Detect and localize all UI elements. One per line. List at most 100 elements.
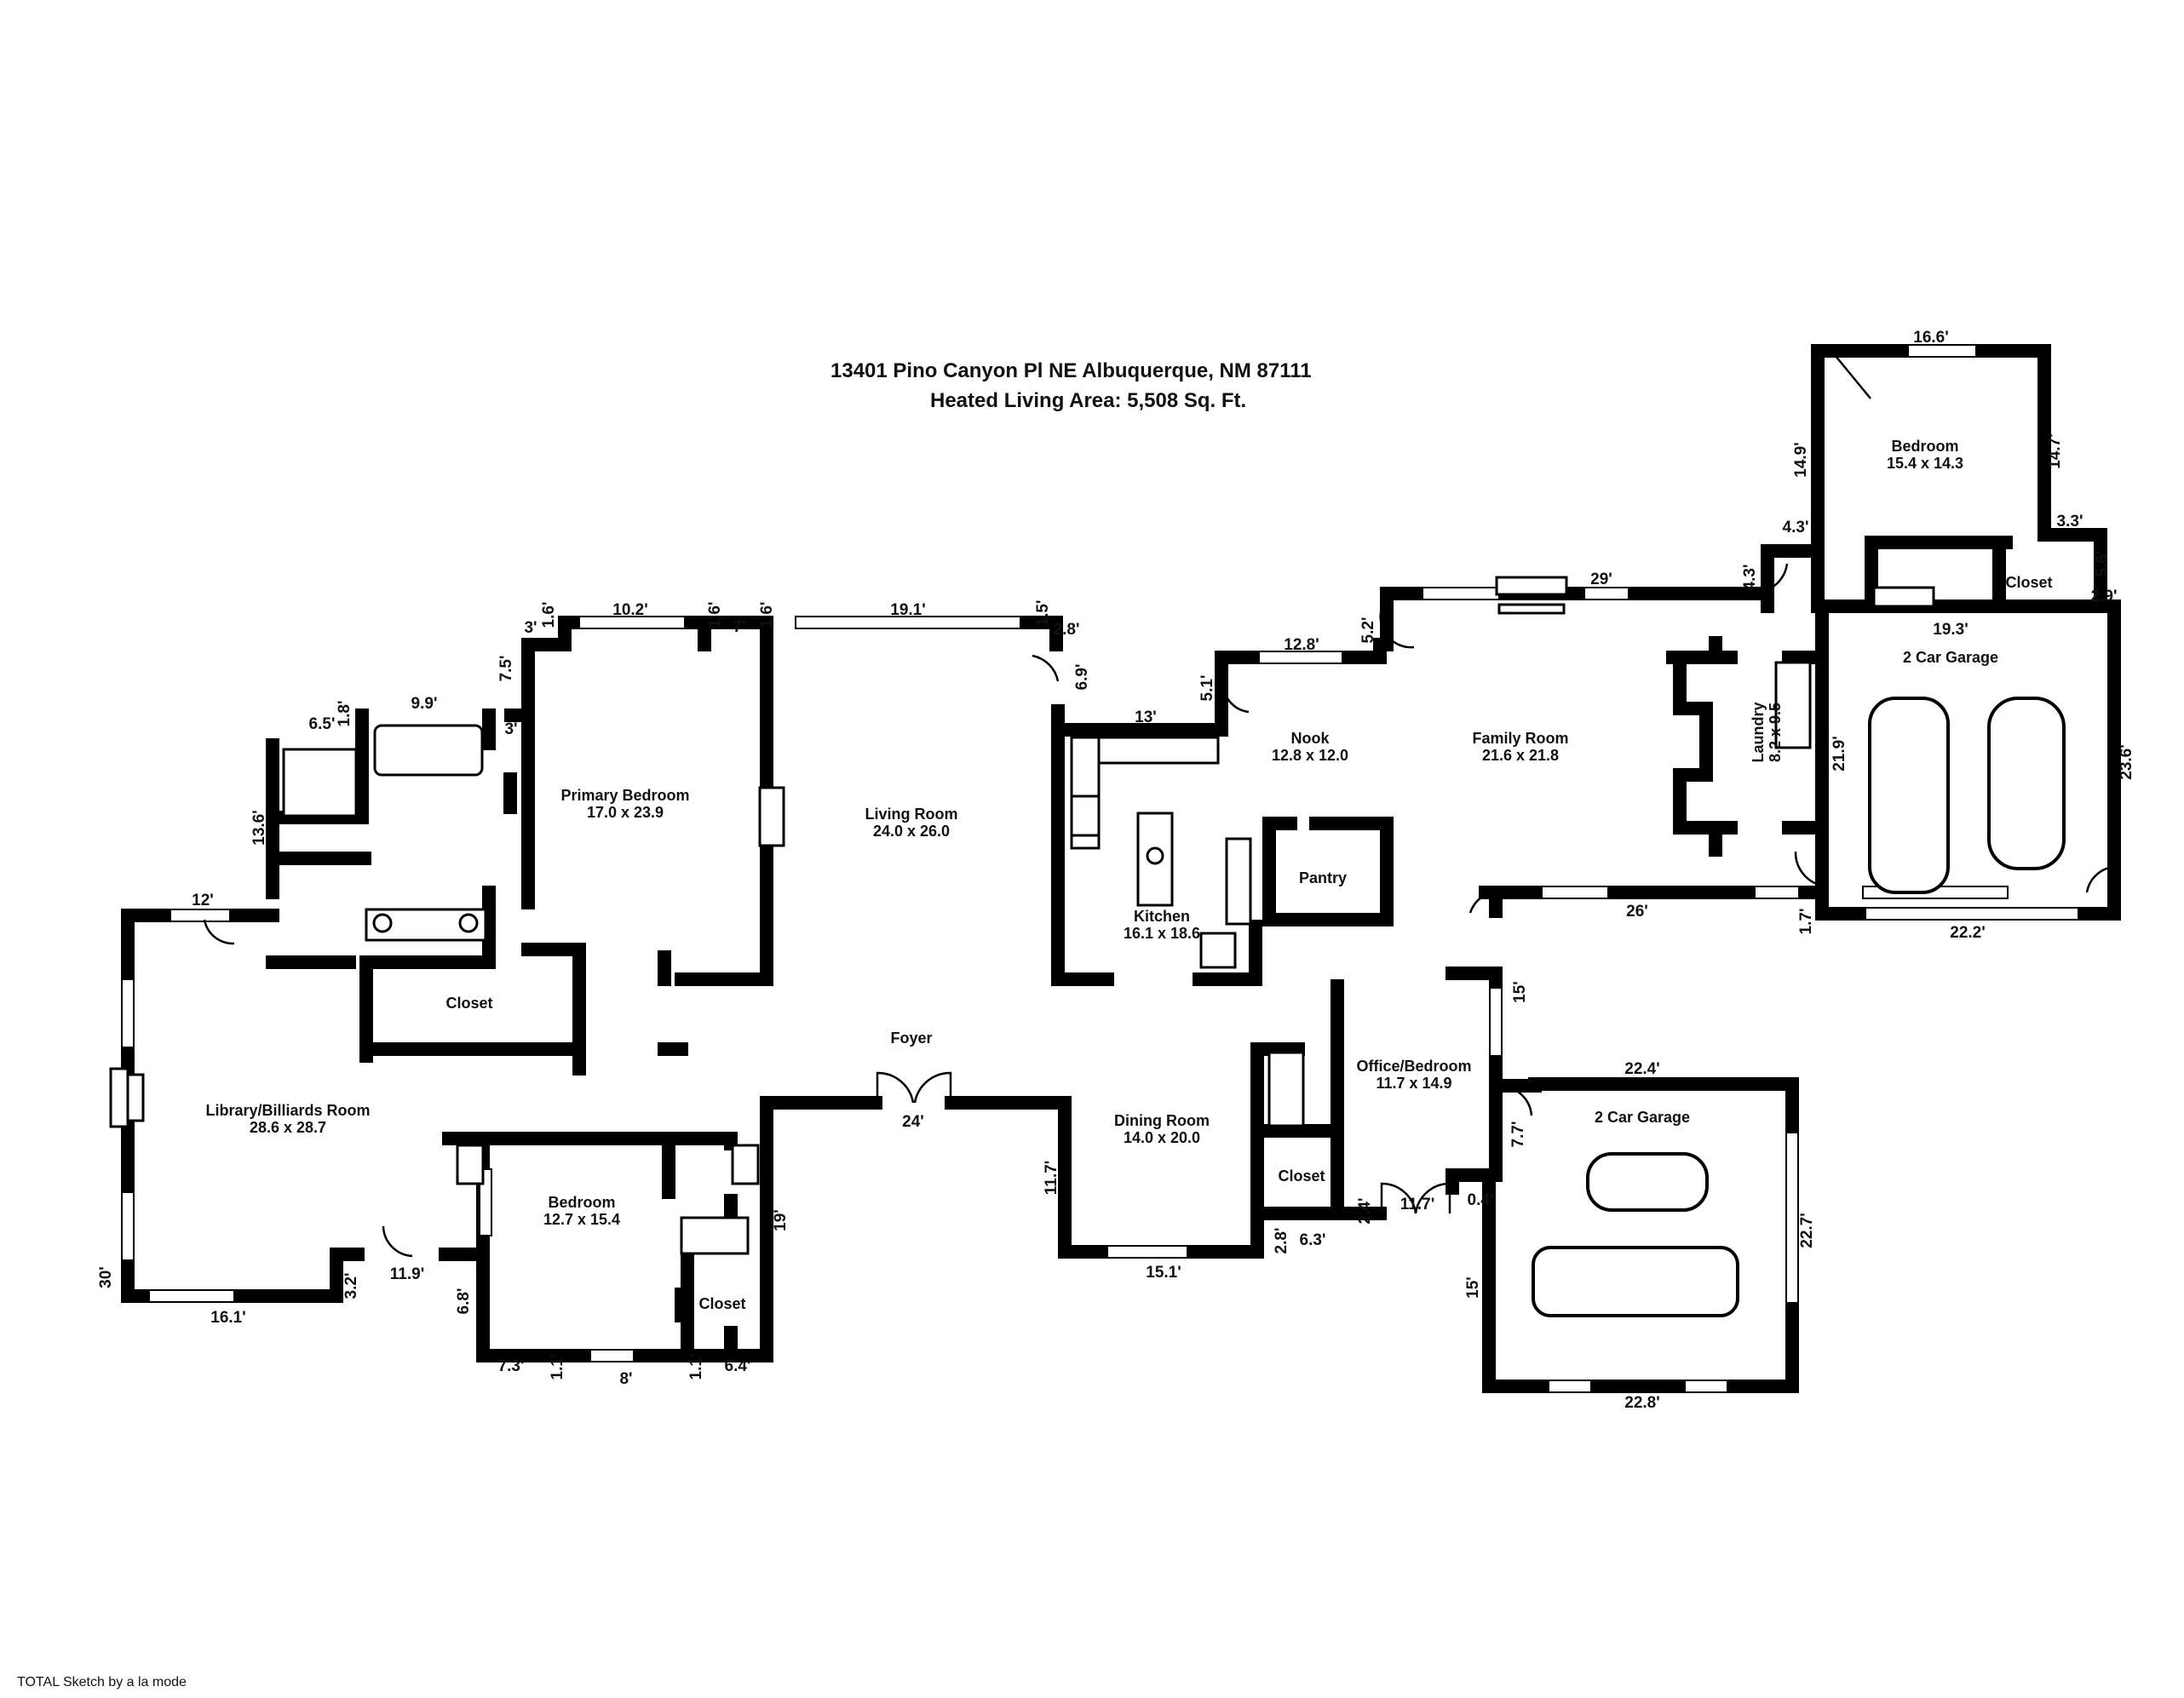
fireplace [126,1073,145,1122]
dimension-label: 26' [1626,903,1648,921]
dimension-label: 2.8' [1054,621,1080,639]
window [1684,1380,1728,1393]
dimension-label: 11.9' [390,1265,424,1283]
living-area-title: Heated Living Area: 5,508 Sq. Ft. [930,389,1246,412]
dimension-label: 11.7' [1400,1196,1434,1213]
dimension-label: 22.2' [1950,924,1986,942]
window [479,1168,492,1236]
dimension-label: 7.7' [1509,1121,1527,1148]
window [1865,907,2079,921]
dimension-label: 0.4' [1468,1191,1494,1209]
vanity [1267,1051,1305,1127]
dimension-label: 7' [733,618,745,636]
wall-laundry [1666,636,1829,857]
room-name: Dining Room [1114,1112,1210,1129]
room-size: 14.0 x 20.0 [1124,1129,1200,1146]
dimension-label: 8' [619,1370,632,1388]
vanity [456,1144,485,1185]
dimension-labels: 16.6' 14.9' 14.7' 3.3' 5.6' 2.9' 4.3' 4.… [97,329,2135,1412]
window [1785,1132,1799,1304]
fireplace [1497,603,1566,615]
doors [203,350,2115,1258]
window [170,909,231,922]
dimension-label: 1.1' [687,1354,705,1380]
room-size: 8.2 x 9.5 [1767,703,1784,762]
room-name: Office/Bedroom [1356,1058,1471,1075]
room-name: 2 Car Garage [1903,649,1998,666]
dimension-label: 6.5' [309,715,336,733]
wall-ne-entry [1761,544,1825,613]
room-size: 17.0 x 23.9 [587,804,664,821]
dimension-label: 16.1' [210,1309,246,1327]
counter [1225,837,1252,926]
room-size: 12.8 x 12.0 [1272,747,1348,764]
wall-living-top [658,616,1065,986]
wall-nook-top [1215,599,1394,722]
dimension-label: 21.9' [1831,736,1848,772]
room-size: 24.0 x 26.0 [873,823,950,840]
dimension-label: 12.8' [1284,636,1319,654]
dimension-label: 29' [1590,571,1612,588]
sink [1146,846,1164,865]
room-name: Library/Billiards Room [205,1102,370,1119]
windows [121,344,2079,1393]
room-name: Family Room [1472,730,1568,747]
walls [121,344,2121,1393]
dimension-label: 3' [504,720,517,738]
fixtures [109,576,1935,1255]
sketch-credit: TOTAL Sketch by a la mode [17,1675,187,1689]
bath-fixture [1872,586,1935,608]
dimension-label: 1.1' [549,1354,566,1380]
window [1548,1380,1592,1393]
wall-ne-closet [1865,536,2013,613]
window [1422,587,1500,600]
door-swing [382,1225,413,1258]
dimension-label: 22.7' [1798,1213,1816,1248]
room-name: Closet [2005,574,2052,591]
dimension-label: 4.3' [1741,565,1759,591]
washer-dryer [1774,661,1812,749]
fireplace [1495,576,1568,596]
dimension-label: 19.1' [890,601,926,619]
room-name: Pantry [1299,869,1347,886]
window [148,1289,235,1303]
dimension-label: 22.4' [1624,1060,1660,1078]
room-name: Closet [445,995,492,1012]
room-name: Closet [698,1295,745,1312]
room-size: 12.7 x 15.4 [543,1211,620,1228]
address-title: 13401 Pino Canyon Pl NE Albuquerque, NM … [830,359,1312,382]
room-name: Laundry [1750,702,1767,762]
car-icon [1987,697,2066,870]
dimension-label: 3' [524,619,537,637]
dimension-label: 15' [1511,981,1529,1003]
door-swing [1767,563,1789,591]
dimension-label: 16.6' [1913,329,1949,347]
wall-ne-bedroom [1811,344,2107,613]
dimension-label: 1.6' [540,602,558,628]
door-swing [203,919,235,945]
range [1070,795,1101,837]
room-name: Kitchen [1134,908,1190,925]
room-size: 28.6 x 28.7 [250,1119,326,1136]
range [1199,932,1237,969]
wall-primary-bottom [359,943,688,1076]
door-swing [1380,1182,1451,1214]
bathtub [680,1216,750,1255]
door-swing [1831,350,1871,399]
wall-kitchen [1051,708,1262,986]
dimension-label: 4.3' [1783,519,1809,536]
door-swing [1379,595,1415,649]
dimension-label: 24' [902,1113,924,1131]
wall-primary-top [521,616,711,909]
window [1754,886,1800,899]
sink [458,913,479,933]
sink [372,913,393,933]
wall-primary-bath [266,708,535,1063]
window [578,616,686,629]
window [1583,587,1629,600]
dimension-label: 23.6' [2118,744,2135,780]
dimension-label: 2.8' [1273,1228,1290,1254]
window [1907,344,1977,358]
car-icon [1532,1246,1739,1317]
shower [282,748,358,817]
